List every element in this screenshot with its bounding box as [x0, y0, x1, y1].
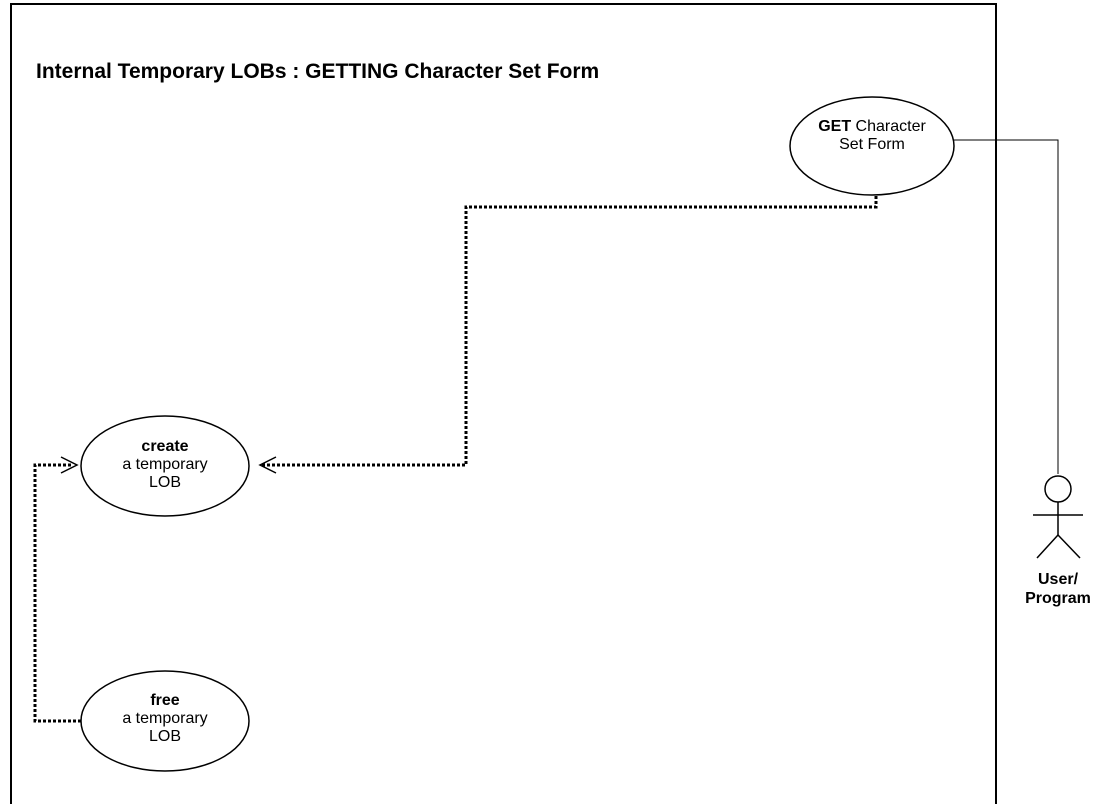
arrowhead-create-left — [60, 456, 79, 474]
use-case-label: LOB — [148, 474, 181, 491]
actor-label-line2: Program — [1025, 590, 1091, 607]
diagram-title: Internal Temporary LOBs : GETTING Charac… — [36, 60, 600, 83]
use-case-get-charset-form: GET Character Set Form — [792, 118, 952, 154]
use-case-create-temp-lob: create a temporary LOB — [85, 438, 245, 492]
system-boundary — [10, 3, 997, 804]
use-case-keyword: create — [141, 438, 189, 455]
use-case-keyword: GET — [818, 118, 852, 135]
association-line-actor — [954, 139, 1059, 474]
dependency-line-free-to-create — [33, 463, 81, 723]
use-case-free-temp-lob: free a temporary LOB — [85, 692, 245, 746]
use-case-get-charset-form-ellipse — [789, 96, 955, 196]
use-case-label-rest: Character — [851, 118, 926, 135]
use-case-label: a temporary — [122, 710, 208, 727]
use-case-label: LOB — [148, 728, 181, 745]
arrowhead-create-right — [258, 456, 277, 474]
use-case-keyword: free — [150, 692, 180, 709]
actor-label: User/ Program — [1010, 570, 1106, 608]
dependency-line-get-to-create — [262, 196, 878, 467]
actor-label-line1: User/ — [1037, 571, 1079, 588]
use-case-label: Set Form — [839, 136, 905, 153]
actor-icon — [1033, 475, 1083, 559]
use-case-create-temp-lob-ellipse — [80, 415, 250, 517]
use-case-label: a temporary — [122, 456, 208, 473]
